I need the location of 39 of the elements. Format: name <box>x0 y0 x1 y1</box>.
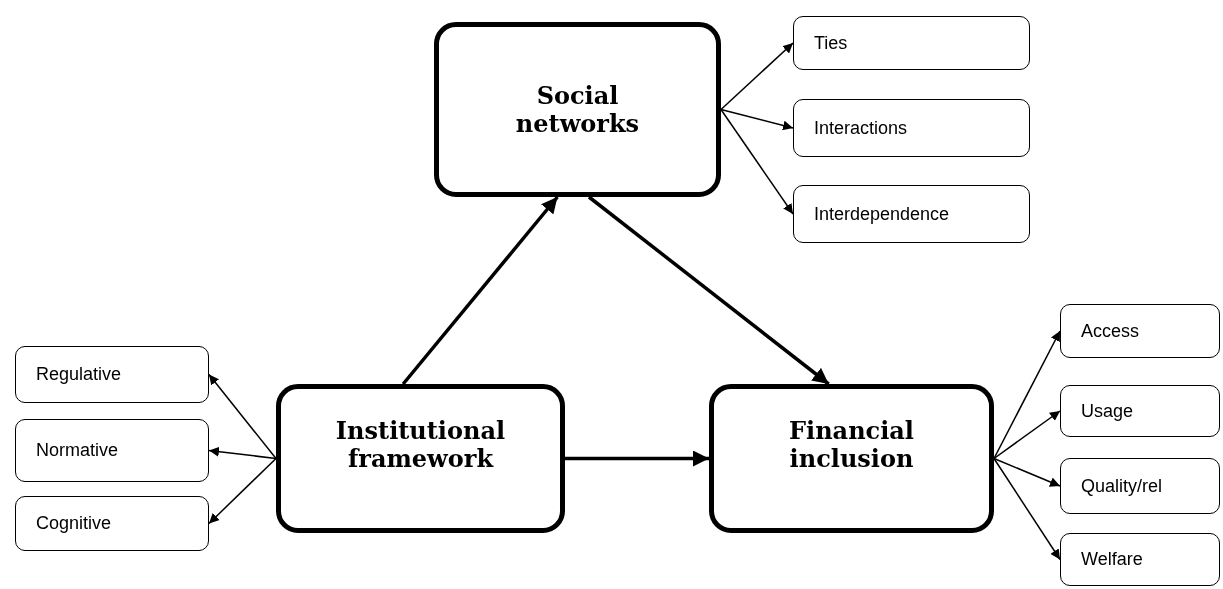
arrow <box>208 446 277 460</box>
arrow <box>993 410 1061 460</box>
arrow <box>208 373 277 460</box>
arrow <box>208 457 277 525</box>
dimension-box <box>15 496 209 551</box>
concept-box <box>434 22 721 197</box>
arrow <box>993 457 1061 487</box>
arrow <box>993 330 1061 460</box>
node-label: Access <box>1081 320 1140 342</box>
dimension-box <box>793 99 1030 157</box>
arrow <box>401 195 559 386</box>
concept-box <box>709 384 994 533</box>
arrow <box>587 195 830 386</box>
arrow <box>720 108 794 131</box>
node-label: Ties <box>814 32 848 54</box>
node-label: Financial inclusion <box>788 417 915 473</box>
node-label: Quality/rel <box>1081 475 1163 497</box>
arrow <box>565 450 709 467</box>
node-label: Social networks <box>514 81 641 138</box>
arrow <box>720 108 794 215</box>
dimension-box <box>15 419 209 482</box>
node-label: Usage <box>1081 400 1134 422</box>
dimension-box <box>793 16 1030 70</box>
arrow <box>993 457 1061 561</box>
dimension-box <box>1060 458 1220 514</box>
node-label: Interdependence <box>814 203 950 225</box>
node-label: Welfare <box>1081 549 1143 570</box>
node-label: Institutional framework <box>334 417 507 473</box>
concept-box <box>276 384 565 533</box>
node-label: Cognitive <box>36 513 112 534</box>
dimension-box <box>793 185 1030 243</box>
dimension-box <box>15 346 209 403</box>
node-label: Interactions <box>814 117 908 139</box>
dimension-box <box>1060 533 1220 586</box>
node-label: Regulative <box>36 364 122 385</box>
node-label: Normative <box>36 440 119 461</box>
arrow <box>720 42 794 111</box>
dimension-box <box>1060 304 1220 358</box>
dimension-box <box>1060 385 1220 437</box>
